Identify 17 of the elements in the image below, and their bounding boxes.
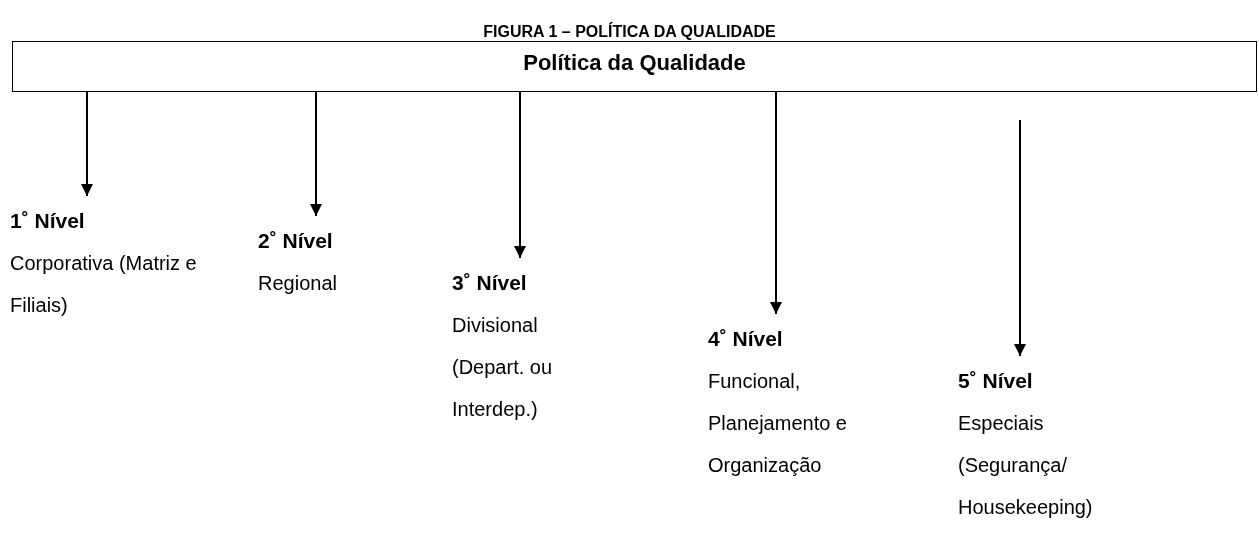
arrow [514, 91, 526, 259]
level-description: Funcional, Planejamento e Organização [708, 369, 848, 478]
level-description: Especiais (Segurança/ Housekeeping) [958, 411, 1094, 520]
level-heading: 3˚ Nível [452, 270, 528, 296]
arrow [81, 91, 93, 197]
level-heading: 2˚ Nível [258, 228, 334, 254]
policy-box: Política da Qualidade [12, 41, 1257, 92]
level-heading: 5˚ Nível [958, 368, 1034, 394]
arrow [310, 91, 322, 217]
arrow [770, 91, 782, 315]
level-heading: 4˚ Nível [708, 326, 784, 352]
level-description: Regional [258, 271, 338, 296]
figure-title: FIGURA 1 – POLÍTICA DA QUALIDADE [482, 21, 777, 42]
level-description: Corporativa (Matriz e Filiais) [10, 251, 198, 318]
level-description: Divisional (Depart. ou Interdep.) [452, 313, 554, 422]
level-heading: 1˚ Nível [10, 208, 86, 234]
arrow [1014, 119, 1026, 357]
